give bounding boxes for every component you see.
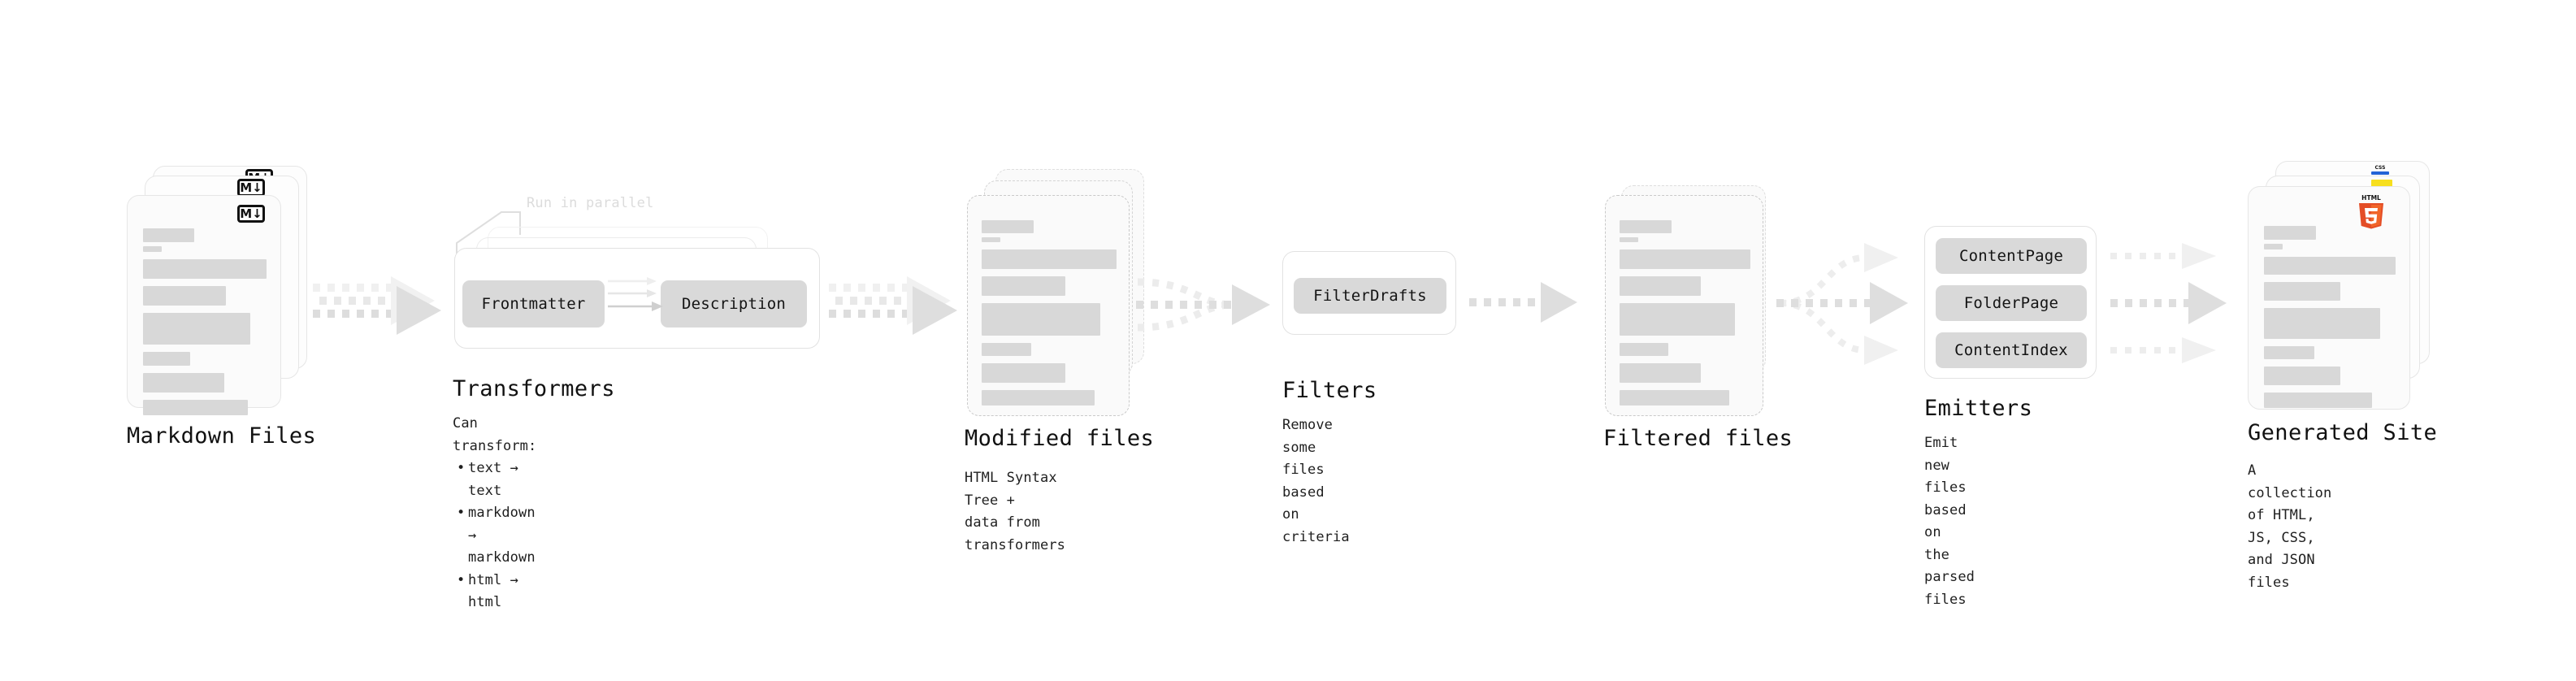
emitters-chip-contentpage[interactable]: ContentPage: [1936, 238, 2087, 274]
emitters-subtitle: Emit new files based on the parsed files: [1924, 435, 1975, 608]
site-card-front: [2248, 186, 2410, 410]
skeleton-bar: [143, 228, 194, 242]
skeleton-bar: [2264, 282, 2340, 301]
skeleton-bar: [982, 363, 1065, 383]
skeleton-bar: [1620, 276, 1701, 296]
skeleton-bar: [143, 313, 251, 345]
skeleton-bar: [982, 237, 1000, 242]
markdown-files-title: Markdown Files: [127, 423, 317, 449]
modified-files-title: Modified files: [965, 426, 1155, 451]
skeleton-bar: [1620, 363, 1701, 383]
run-in-parallel-label: Run in parallel: [527, 195, 654, 211]
skeleton-bar: [2264, 367, 2340, 385]
modified-card-front: [967, 195, 1130, 416]
parallel-bracket: [456, 211, 521, 262]
markdown-badge-front: M↓: [237, 205, 265, 223]
skeleton-bar: [982, 249, 1117, 269]
skeleton-bar: [1620, 220, 1672, 233]
skeleton-bar: [143, 373, 225, 393]
emitters-chip-contentindex[interactable]: ContentIndex: [1936, 332, 2087, 368]
modified-skeleton-bars: [982, 220, 1117, 413]
skeleton-bar: [2264, 308, 2380, 339]
skeleton-bar: [1620, 303, 1735, 336]
filters-subtitle: Remove some files based on criteria: [1282, 417, 1350, 545]
transformers-bullet: markdown → markdown: [457, 502, 536, 570]
filtered-card-front: [1605, 195, 1763, 416]
transformers-bullet: html → html: [457, 570, 536, 614]
skeleton-bar: [1620, 249, 1750, 269]
skeleton-bar: [143, 400, 249, 415]
transformers-title: Transformers: [453, 376, 615, 401]
transformers-bullet-list: text → text markdown → markdown html → h…: [453, 458, 536, 614]
skeleton-bar: [982, 276, 1065, 296]
html5-badge: HTML: [2359, 194, 2383, 229]
skeleton-bar: [982, 390, 1095, 406]
markdown-skeleton-bars: [143, 228, 267, 423]
generated-site-subtitle: A collection of HTML, JS, CSS, and JSON …: [2248, 462, 2332, 591]
svg-text:HTML: HTML: [2361, 194, 2381, 202]
skeleton-bar: [2264, 346, 2314, 359]
arrow-modified-to-filters: [1136, 278, 1270, 332]
generated-site-title: Generated Site: [2248, 420, 2438, 445]
transformers-bullet: text → text: [457, 458, 536, 502]
skeleton-bar: [2264, 244, 2283, 249]
transformer-chip-description[interactable]: Description: [661, 280, 807, 327]
skeleton-bar: [2264, 393, 2372, 408]
css-badge-label: CSS: [2374, 165, 2386, 171]
markdown-card-front: [127, 195, 281, 415]
filters-chip-filterdrafts[interactable]: FilterDrafts: [1294, 278, 1446, 314]
filters-title: Filters: [1282, 378, 1377, 403]
transformers-subtitle-lead: Can transform:: [453, 415, 537, 454]
skeleton-bar: [2264, 257, 2396, 275]
filtered-skeleton-bars: [1620, 220, 1750, 413]
emitters-chip-folderpage[interactable]: FolderPage: [1936, 285, 2087, 321]
site-skeleton-bars: [2264, 226, 2396, 415]
arrow-filtered-to-emitters: [1776, 243, 1908, 365]
skeleton-bar: [982, 220, 1034, 233]
emitters-title: Emitters: [1924, 396, 2033, 421]
skeleton-bar: [143, 352, 190, 366]
skeleton-bar: [143, 246, 162, 252]
transformers-subtitle: Can transform: text → text markdown → ma…: [453, 413, 536, 614]
arrow-filters-to-filtered: [1469, 282, 1577, 323]
arrow-emitters-to-site: [2110, 243, 2227, 363]
css-badge: CSS: [2371, 166, 2389, 177]
filtered-files-title: Filtered files: [1603, 426, 1793, 451]
arrow-transformers-to-modified: [829, 276, 957, 335]
skeleton-bar: [143, 286, 226, 306]
skeleton-bar: [982, 343, 1032, 356]
markdown-badge-mid: M↓: [237, 179, 265, 197]
transformer-chip-frontmatter[interactable]: Frontmatter: [462, 280, 605, 327]
transformer-inner-arrows: [608, 277, 663, 311]
arrow-markdown-to-transformers: [313, 276, 441, 335]
skeleton-bar: [2264, 226, 2316, 240]
skeleton-bar: [143, 259, 267, 279]
skeleton-bar: [1620, 390, 1730, 406]
modified-files-subtitle: HTML Syntax Tree + data from transformer…: [965, 470, 1066, 553]
skeleton-bar: [982, 303, 1101, 336]
skeleton-bar: [1620, 343, 1668, 356]
css-badge-underline: [2371, 171, 2389, 175]
skeleton-bar: [1620, 237, 1638, 242]
